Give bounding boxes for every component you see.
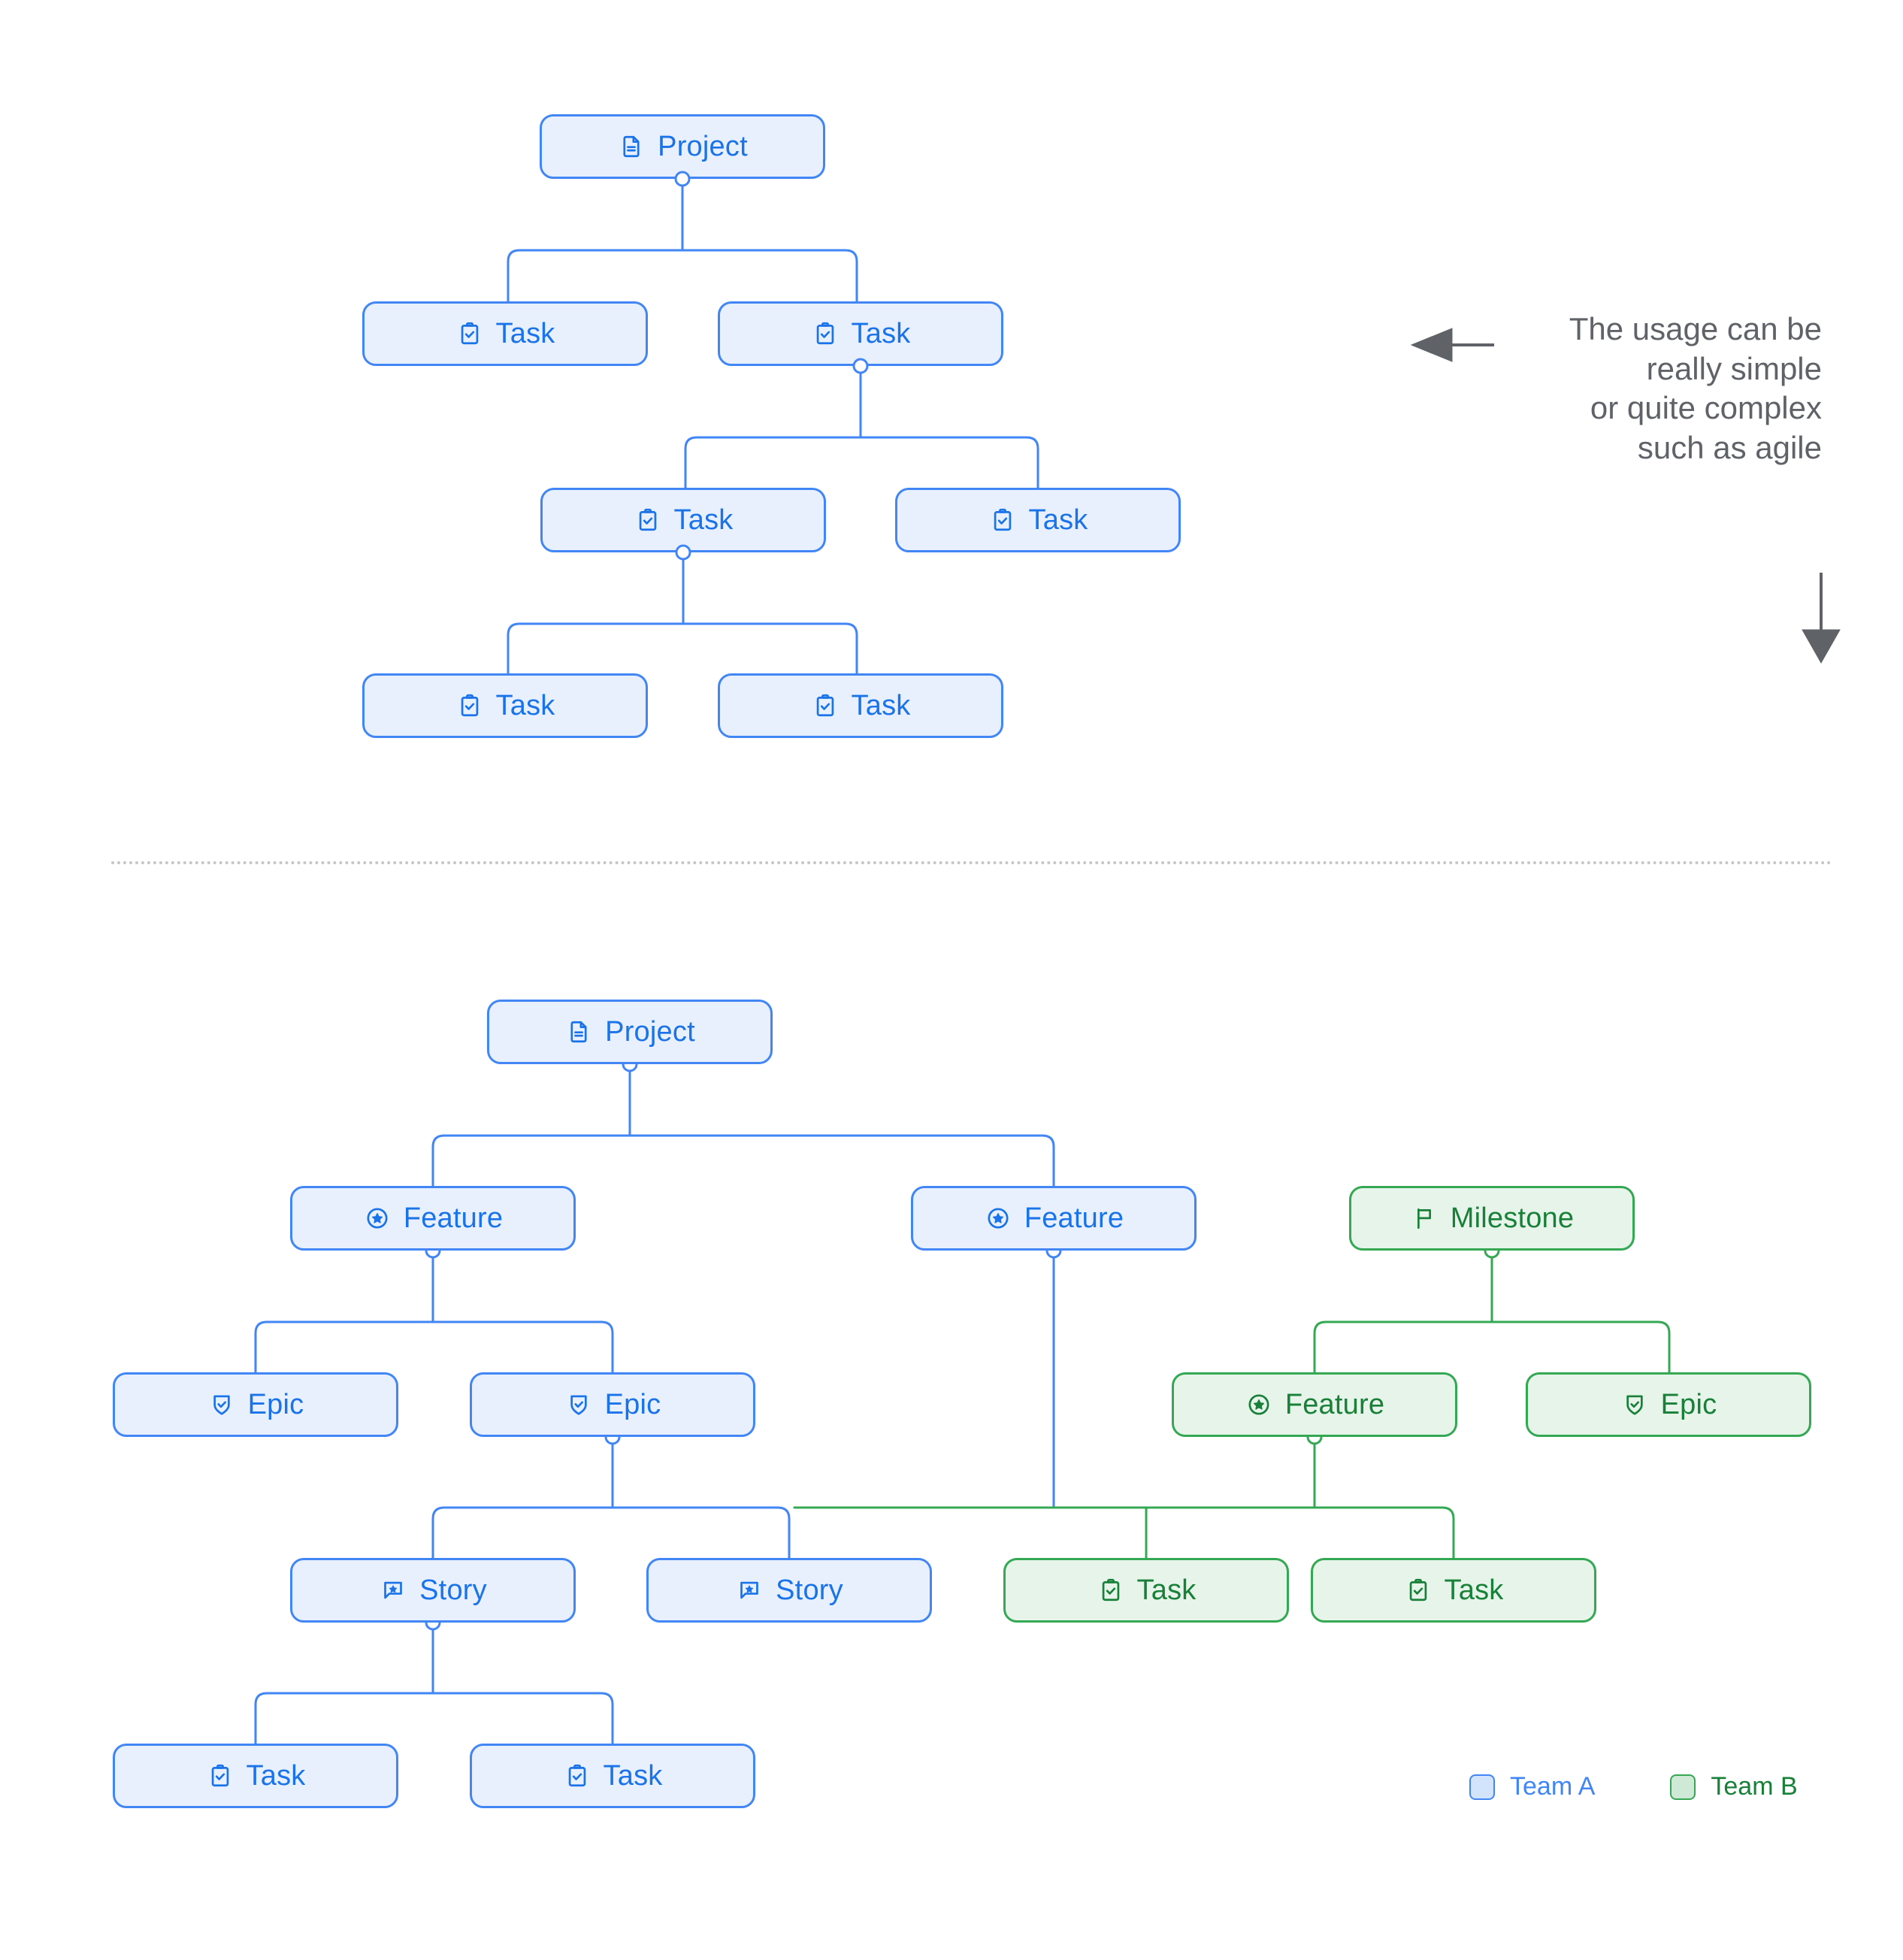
edge-group-simple (507, 177, 1039, 675)
node-label: Story (419, 1574, 487, 1606)
legend-swatch-icon (1469, 1774, 1495, 1800)
clipboard-check-icon (455, 691, 484, 720)
story-bubble-icon (379, 1576, 407, 1605)
document-icon (617, 132, 646, 161)
node-label: Task (851, 318, 911, 349)
node-task[interactable]: Task (470, 1744, 755, 1808)
node-label: Milestone (1450, 1202, 1575, 1234)
node-label: Task (1028, 504, 1088, 536)
clipboard-check-icon (634, 506, 662, 534)
arrow-down-icon (1802, 573, 1841, 664)
node-story[interactable]: Story (290, 1558, 576, 1623)
node-feature[interactable]: Feature (911, 1186, 1197, 1251)
shield-check-icon (207, 1390, 236, 1419)
annotation-line: really simple (1646, 350, 1822, 386)
edge-branch (507, 249, 858, 303)
star-circle-icon (363, 1204, 392, 1233)
node-project[interactable]: Project (540, 114, 825, 179)
node-project[interactable]: Project (487, 1000, 773, 1064)
node-label: Feature (1024, 1202, 1124, 1234)
clipboard-check-icon (988, 506, 1017, 534)
node-label: Task (1444, 1574, 1504, 1606)
shield-check-icon (564, 1390, 593, 1419)
star-circle-icon (1245, 1390, 1273, 1419)
node-label: Feature (403, 1202, 504, 1234)
node-label: Story (776, 1574, 843, 1606)
node-label: Epic (1660, 1389, 1717, 1420)
section-divider (111, 861, 1832, 864)
annotation-line: The usage can be (1569, 311, 1822, 346)
legend-item-team-a[interactable]: Team A (1469, 1772, 1595, 1801)
clipboard-check-icon (811, 691, 840, 720)
legend: Team A Team B (1469, 1772, 1798, 1801)
edge-branch (254, 1692, 614, 1745)
node-label: Task (495, 690, 555, 721)
document-icon (564, 1018, 593, 1046)
node-milestone[interactable]: Milestone (1349, 1186, 1635, 1251)
node-label: Task (851, 690, 911, 721)
edge-branch (1313, 1320, 1671, 1374)
node-label: Feature (1284, 1389, 1385, 1420)
node-label: Task (1136, 1574, 1197, 1606)
edge-branch (507, 622, 858, 675)
node-label: Task (246, 1760, 306, 1792)
node-task[interactable]: Task (362, 301, 648, 366)
node-task[interactable]: Task (362, 673, 648, 738)
clipboard-check-icon (206, 1762, 234, 1790)
legend-label: Team B (1711, 1772, 1798, 1801)
node-task[interactable]: Task (718, 673, 1003, 738)
clipboard-check-icon (1404, 1576, 1433, 1605)
node-epic[interactable]: Epic (470, 1372, 755, 1437)
legend-swatch-icon (1670, 1774, 1696, 1800)
annotation-line: or quite complex (1590, 390, 1822, 425)
node-label: Task (673, 504, 734, 536)
node-label: Task (603, 1760, 663, 1792)
annotation-block: The usage can be really simple or quite … (1476, 310, 1822, 467)
node-epic[interactable]: Epic (113, 1372, 398, 1437)
node-label: Project (658, 131, 748, 162)
node-feature[interactable]: Feature (1172, 1372, 1457, 1437)
node-feature[interactable]: Feature (290, 1186, 576, 1251)
clipboard-check-icon (1097, 1576, 1125, 1605)
node-task[interactable]: Task (1003, 1558, 1289, 1623)
shield-check-icon (1620, 1390, 1649, 1419)
legend-label: Team A (1510, 1772, 1596, 1801)
node-label: Epic (604, 1389, 661, 1420)
edge-branch (431, 1506, 791, 1559)
clipboard-check-icon (563, 1762, 591, 1790)
edge-branch (431, 1134, 1055, 1187)
story-bubble-icon (735, 1576, 764, 1605)
clipboard-check-icon (811, 319, 840, 348)
node-task[interactable]: Task (1311, 1558, 1596, 1623)
flag-icon (1410, 1204, 1439, 1233)
node-task[interactable]: Task (895, 488, 1181, 552)
clipboard-check-icon (455, 319, 484, 348)
node-label: Project (605, 1016, 695, 1048)
star-circle-icon (984, 1204, 1012, 1233)
node-task[interactable]: Task (540, 488, 826, 552)
annotation-line: such as agile (1637, 429, 1822, 465)
node-task[interactable]: Task (113, 1744, 398, 1808)
edge-branch (684, 436, 1039, 489)
node-label: Epic (247, 1389, 304, 1420)
node-task[interactable]: Task (718, 301, 1003, 366)
node-story[interactable]: Story (646, 1558, 932, 1623)
edge-branch (254, 1320, 614, 1374)
node-label: Task (495, 318, 555, 349)
node-epic[interactable]: Epic (1526, 1372, 1811, 1437)
legend-item-team-b[interactable]: Team B (1670, 1772, 1798, 1801)
edge-drop (1441, 1506, 1455, 1559)
